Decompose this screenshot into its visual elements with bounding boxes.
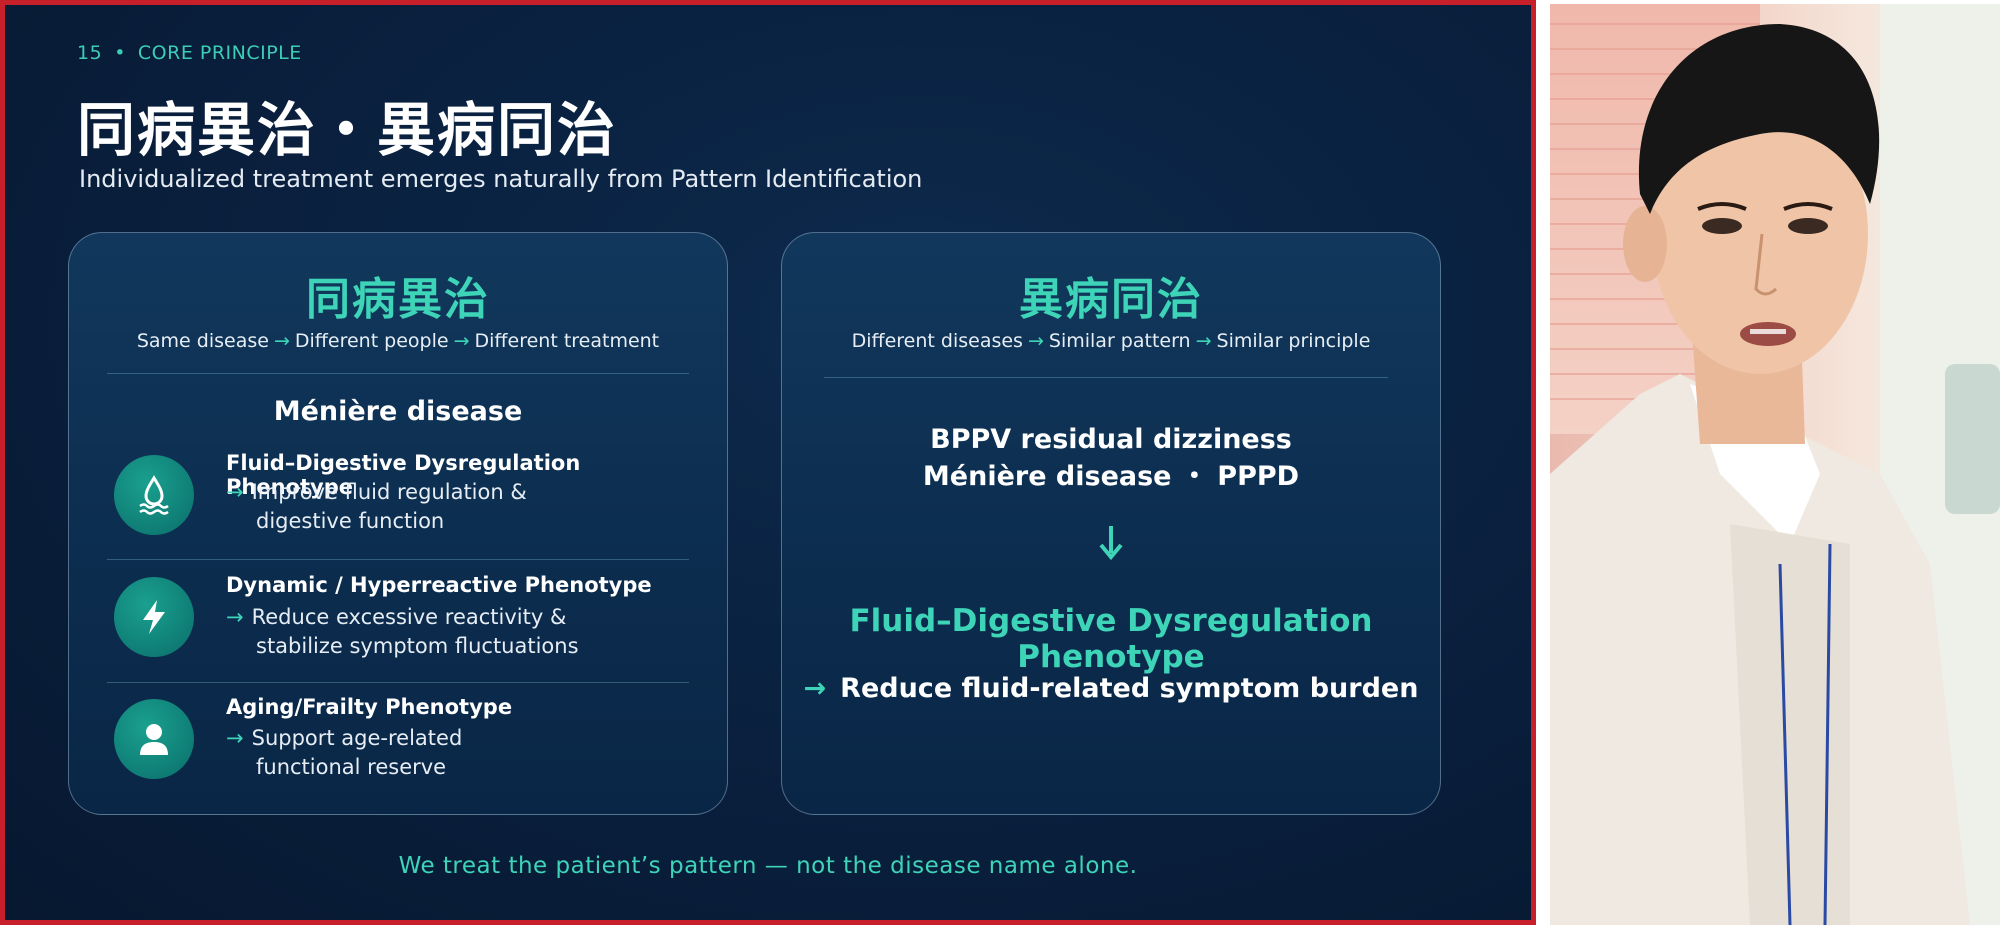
eyebrow-label: CORE PRINCIPLE — [137, 42, 302, 64]
slide-number: 15 — [77, 42, 103, 64]
phenotype-desc-line1: Improve fluid regulation & — [251, 480, 527, 504]
slide-panel: 15 • CORE PRINCIPLE 同病異治・異病同治 Individualiz… — [0, 0, 1536, 925]
phenotype-desc: → Reduce excessive reactivity & stabilize … — [226, 603, 579, 661]
phenotype-title: Fluid–Digestive Dysregulation Phenotype — [226, 451, 581, 499]
flow-step: Same disease — [136, 330, 269, 352]
phenotype-title: Dynamic / Hyperreactive Phenotype — [226, 573, 652, 597]
right-card-flow: Different diseases→Similar pattern→Simil… — [782, 330, 1440, 352]
presenter-illustration — [1550, 4, 2000, 925]
disease-list-line1: BPPV residual dizziness — [930, 424, 1292, 455]
down-arrow-icon — [782, 523, 1440, 563]
left-card-flow: Same disease→Different people→Different … — [69, 330, 727, 352]
eyebrow: 15 • CORE PRINCIPLE — [77, 42, 302, 64]
arrow: → — [803, 673, 827, 704]
phenotype-desc-line2: stabilize symptom fluctuations — [256, 634, 579, 658]
phenotype-desc-line2: digestive function — [256, 509, 445, 533]
flow-arrow: → — [1027, 330, 1044, 352]
disease-name: Ménière disease — [273, 396, 523, 427]
person-icon — [114, 699, 194, 779]
flow-step: Different treatment — [474, 330, 660, 352]
left-card-title: 同病異治 — [306, 274, 490, 325]
phenotype-title: Aging/Frailty Phenotype — [226, 695, 513, 719]
arrow: → — [226, 480, 244, 504]
item-divider — [107, 559, 689, 560]
flow-step: Different diseases — [851, 330, 1023, 352]
flow-step: Similar pattern — [1048, 330, 1191, 352]
right-card-title: 異病同治 — [1019, 274, 1203, 325]
item-divider — [107, 682, 689, 683]
flow-arrow: → — [273, 330, 290, 352]
eyebrow-dot: • — [114, 42, 126, 64]
card-divider — [107, 373, 689, 374]
left-card: 同病異治 Same disease→Different people→Diffe… — [68, 232, 728, 815]
phenotype-desc: → Support age-related functional reserve — [226, 724, 462, 782]
phenotype-item: Fluid–Digestive Dysregulation Phenotype … — [114, 451, 682, 541]
phenotype-item: Dynamic / Hyperreactive Phenotype → Reduc… — [114, 573, 682, 663]
phenotype-desc-line1: Reduce excessive reactivity & — [251, 605, 567, 629]
footer-note: We treat the patient’s pattern — not the… — [398, 853, 1138, 879]
presenter-photo — [1550, 4, 2000, 925]
lightning-icon — [114, 577, 194, 657]
right-card: 異病同治 Different diseases→Similar pattern→… — [781, 232, 1441, 815]
flow-step: Different people — [294, 330, 449, 352]
card-divider — [824, 377, 1388, 378]
disease-list-line2: Ménière disease ・ PPPD — [922, 461, 1300, 492]
shared-phenotype: Fluid–Digestive Dysregulation Phenotype — [849, 603, 1373, 675]
flow-arrow: → — [1195, 330, 1212, 352]
arrow: → — [226, 605, 244, 629]
arrow: → — [226, 726, 244, 750]
slide-title: 同病異治・異病同治 — [77, 96, 618, 164]
flow-arrow: → — [453, 330, 470, 352]
water-drop-icon — [114, 455, 194, 535]
flow-step: Similar principle — [1216, 330, 1371, 352]
phenotype-desc: → Improve fluid regulation & digestive fun… — [226, 478, 527, 536]
phenotype-desc-line2: functional reserve — [256, 755, 447, 779]
phenotype-item: Aging/Frailty Phenotype → Support age-rel… — [114, 695, 682, 785]
treatment-result: → Reduce fluid-related symptom burden — [782, 673, 1440, 704]
slide-subtitle: Individualized treatment emerges natural… — [79, 165, 923, 193]
phenotype-desc-line1: Support age-related — [251, 726, 463, 750]
treatment-result-text: Reduce fluid-related symptom burden — [840, 673, 1419, 704]
